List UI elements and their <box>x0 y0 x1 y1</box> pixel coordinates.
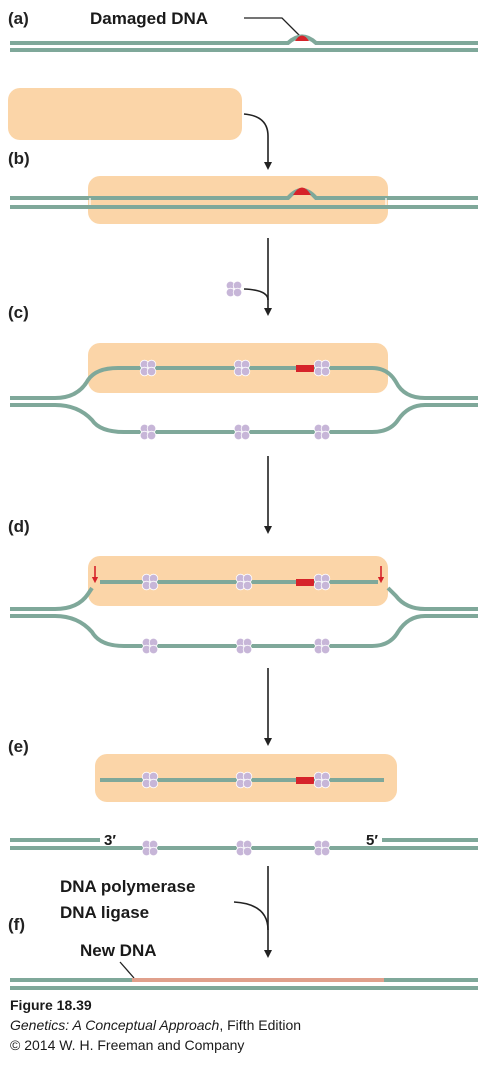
panel-e: (e) 3′ 5′ <box>8 668 478 857</box>
damaged-dna-leader-line <box>244 17 303 39</box>
figure-number: Figure 18.39 <box>10 997 92 1013</box>
dna-lesion-e <box>296 777 314 784</box>
new-dna-label: New DNA <box>80 941 157 960</box>
repair-protein-free <box>8 88 242 140</box>
dna-lesion-b <box>293 187 311 195</box>
panel-f: DNA polymerase DNA ligase (f) New DNA <box>8 866 478 990</box>
panel-c: (c) <box>8 238 478 441</box>
book-line: Genetics: A Conceptual Approach, Fifth E… <box>10 1015 480 1035</box>
dna-duplex-b <box>10 187 478 209</box>
gapped-dna-e <box>10 838 478 850</box>
dna-ligase-label: DNA ligase <box>60 903 149 922</box>
new-dna-leader-line <box>119 961 135 979</box>
panel-label-f: (f) <box>8 915 25 934</box>
panel-d: (d) <box>8 456 478 655</box>
panel-label-d: (d) <box>8 517 30 536</box>
five-prime-end-label: 5′ <box>366 832 378 849</box>
book-title: Genetics: A Conceptual Approach <box>10 1017 220 1033</box>
figure-caption: Figure 18.39 Genetics: A Conceptual Appr… <box>10 995 480 1055</box>
panel-a: (a) Damaged DNA <box>8 9 478 52</box>
panel-label-a: (a) <box>8 9 29 28</box>
dna-polymerase-label: DNA polymerase <box>60 877 195 896</box>
three-prime-end-label: 3′ <box>104 832 116 849</box>
dna-lesion-c <box>296 365 314 372</box>
panel-b: (b) <box>8 88 478 224</box>
repaired-dna-f <box>10 978 478 990</box>
dna-lesion-d <box>296 579 314 586</box>
ssb-protein-free <box>225 280 243 298</box>
panel-label-e: (e) <box>8 737 29 756</box>
dna-lesion-a <box>295 35 309 41</box>
new-dna-segment <box>132 978 384 982</box>
step-arrow-a-b <box>243 113 272 170</box>
copyright-line: © 2014 W. H. Freeman and Company <box>10 1037 245 1053</box>
dna-duplex-a <box>10 34 478 52</box>
book-edition: , Fifth Edition <box>219 1017 302 1033</box>
panel-label-c: (c) <box>8 303 29 322</box>
damaged-dna-label: Damaged DNA <box>90 9 208 28</box>
panel-label-b: (b) <box>8 149 30 168</box>
